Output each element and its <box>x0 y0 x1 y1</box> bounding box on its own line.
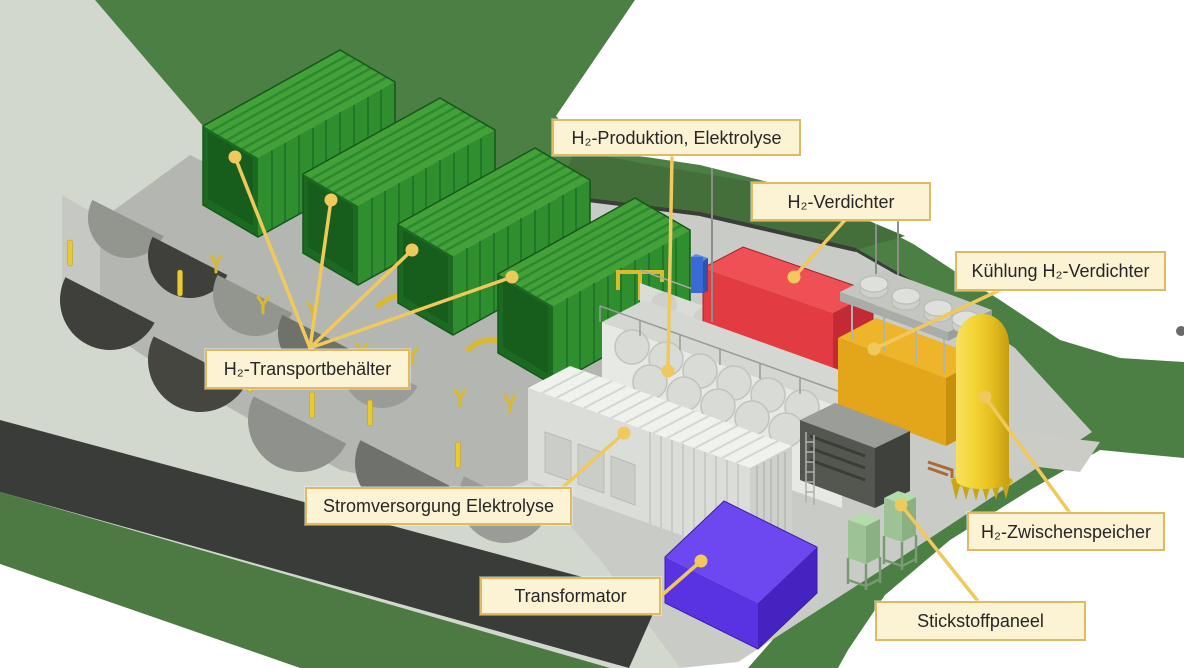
small-pipe <box>927 460 954 478</box>
edge-artifact <box>1176 326 1184 336</box>
leader-transformator <box>659 559 703 598</box>
ladder <box>805 432 815 505</box>
hill-shadow-strip <box>556 150 905 250</box>
leader-h2-produktion <box>666 154 674 373</box>
label-h2-transportbehaelter: H₂-Transportbehälter <box>205 349 410 389</box>
leader-h2-verdichter <box>792 218 847 279</box>
leader-stromversorgung <box>560 431 626 490</box>
leader-stickstoffpaneel <box>899 503 979 602</box>
leader-transport-3 <box>308 248 414 350</box>
blue-cabinet <box>691 254 708 293</box>
transformer <box>664 500 818 650</box>
label-h2-verdichter: H₂-Verdichter <box>751 182 931 221</box>
label-stromversorgung-elektrolyse: Stromversorgung Elektrolyse <box>305 487 572 525</box>
leader-lines <box>233 154 1072 602</box>
label-h2-zwischenspeicher: H₂-Zwischenspeicher <box>967 512 1165 551</box>
label-stickstoffpaneel: Stickstoffpaneel <box>875 601 1086 641</box>
leader-kuehlung <box>872 288 1002 351</box>
bottom-left-white <box>0 564 300 668</box>
dark-container <box>800 403 910 508</box>
h2-buffer-tank <box>951 314 1013 501</box>
leader-transport-4 <box>308 275 514 350</box>
leader-zwischenspeicher <box>983 395 1072 515</box>
leader-dots <box>228 150 992 568</box>
grass-verge <box>0 492 610 668</box>
label-kuehlung-h2-verdichter: Kühlung H₂-Verdichter <box>955 251 1166 291</box>
leader-transport-1 <box>233 155 312 350</box>
storage-bunker <box>42 155 640 559</box>
label-transformator: Transformator <box>480 577 661 615</box>
leader-transport-2 <box>308 198 333 350</box>
retaining-wall <box>555 194 857 252</box>
label-h2-produktion: H₂-Produktion, Elektrolyse <box>552 119 801 156</box>
